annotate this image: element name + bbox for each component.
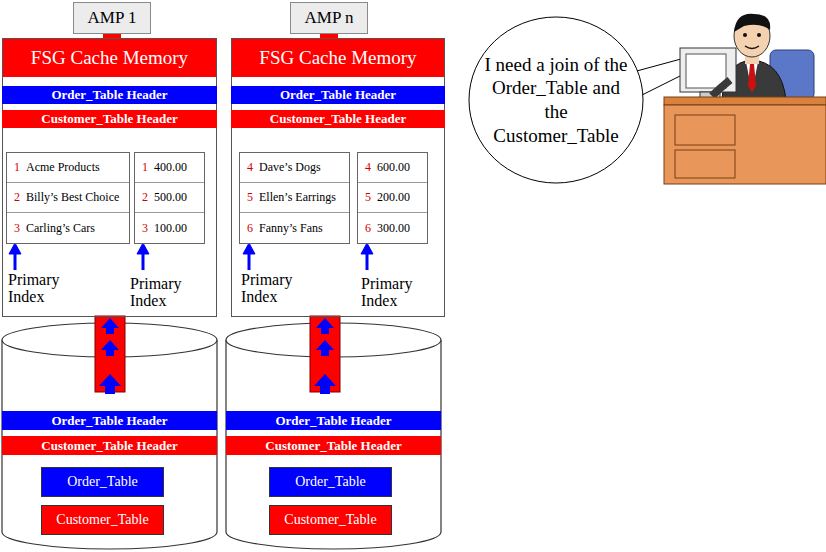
header-band: Customer_Table Header	[226, 436, 441, 455]
table-row: 6 300.00	[358, 213, 427, 243]
panel-heading: FSG Cache Memory	[3, 39, 216, 77]
bubble-outline	[468, 16, 644, 184]
amp-box-text: AMP 1	[88, 8, 137, 28]
table-box: 4 600.00 5 200.00 6 300.00	[357, 152, 428, 244]
row-number: 2	[142, 190, 148, 205]
header-band-text: Order_Table Header	[280, 87, 396, 103]
header-band-text: Customer_Table Header	[41, 438, 177, 454]
row-number: 1	[142, 160, 148, 175]
disk-cylinder	[2, 323, 441, 549]
table-row: 4 600.00	[358, 153, 427, 183]
cell-text: 400.00	[154, 160, 187, 175]
speech-bubble: I need a join of the Order_Table and the…	[468, 16, 644, 184]
table-row: 1 400.00	[135, 153, 204, 183]
person-at-desk	[664, 14, 826, 184]
amp-box: AMP 1	[73, 2, 151, 34]
index-label: Primary Index	[361, 276, 427, 310]
table-row: 2 500.00	[135, 183, 204, 213]
cell-text: Ellen’s Earrings	[259, 190, 336, 205]
row-number: 3	[142, 221, 148, 236]
panel-heading: FSG Cache Memory	[232, 39, 444, 77]
cell-text: 500.00	[154, 190, 187, 205]
table-box: 1 Acme Products 2 Billy’s Best Choice 3 Carli…	[6, 152, 130, 244]
row-number: 4	[365, 160, 371, 175]
table-row: 4 Dave’s Dogs	[240, 153, 349, 183]
header-band: Order_Table Header	[2, 411, 217, 430]
cell-text: Fanny’s Fans	[259, 221, 323, 236]
table-row: 3 Carling’s Cars	[7, 213, 129, 243]
table-box-text: Customer_Table	[284, 512, 376, 528]
cell-text: Carling’s Cars	[26, 221, 95, 236]
header-band-text: Customer_Table Header	[41, 111, 177, 127]
table-box: Order_Table	[41, 467, 164, 497]
table-box: Customer_Table	[41, 505, 164, 535]
row-number: 5	[365, 190, 371, 205]
header-band: Order_Table Header	[226, 411, 441, 430]
header-band: Customer_Table Header	[231, 110, 445, 128]
row-number: 2	[14, 190, 20, 205]
header-band: Order_Table Header	[2, 86, 217, 104]
table-box: Customer_Table	[269, 505, 392, 535]
table-box: 4 Dave’s Dogs 5 Ellen’s Earrings 6 Fanny’s Fa…	[239, 152, 350, 244]
header-band-text: Order_Table Header	[51, 413, 167, 429]
table-row: 5 200.00	[358, 183, 427, 213]
header-band-text: Customer_Table Header	[265, 438, 401, 454]
table-box-text: Order_Table	[67, 474, 138, 490]
table-box-text: Order_Table	[295, 474, 366, 490]
table-box: 1 400.00 2 500.00 3 100.00	[134, 152, 205, 244]
header-band-text: Order_Table Header	[275, 413, 391, 429]
index-label: Primary Index	[130, 276, 196, 310]
row-number: 6	[365, 221, 371, 236]
row-number: 3	[14, 221, 20, 236]
cell-text: 600.00	[377, 160, 410, 175]
cell-text: Acme Products	[26, 160, 100, 175]
index-arrows	[9, 243, 373, 270]
row-number: 6	[247, 221, 253, 236]
amp-box-text: AMP n	[305, 8, 354, 28]
cell-text: 100.00	[154, 221, 187, 236]
index-label: Primary Index	[241, 272, 307, 306]
row-number: 4	[247, 160, 253, 175]
index-label: Primary Index	[8, 272, 74, 306]
table-row: 3 100.00	[135, 213, 204, 243]
table-row: 2 Billy’s Best Choice	[7, 183, 129, 213]
table-box: Order_Table	[269, 467, 392, 497]
table-box-text: Customer_Table	[56, 512, 148, 528]
cell-text: Billy’s Best Choice	[26, 190, 119, 205]
header-band: Order_Table Header	[231, 86, 445, 104]
cell-text: 200.00	[377, 190, 410, 205]
header-band: Customer_Table Header	[2, 110, 217, 128]
bubble-text: I need a join of the Order_Table and the…	[481, 53, 631, 148]
header-band: Customer_Table Header	[2, 436, 217, 455]
table-row: 6 Fanny’s Fans	[240, 213, 349, 243]
transfer-column	[95, 316, 340, 394]
row-number: 5	[247, 190, 253, 205]
header-band-text: Order_Table Header	[51, 87, 167, 103]
table-row: 5 Ellen’s Earrings	[240, 183, 349, 213]
cell-text: Dave’s Dogs	[259, 160, 321, 175]
row-number: 1	[14, 160, 20, 175]
header-band-text: Customer_Table Header	[270, 111, 406, 127]
table-row: 1 Acme Products	[7, 153, 129, 183]
cell-text: 300.00	[377, 221, 410, 236]
amp-box: AMP n	[290, 2, 368, 34]
